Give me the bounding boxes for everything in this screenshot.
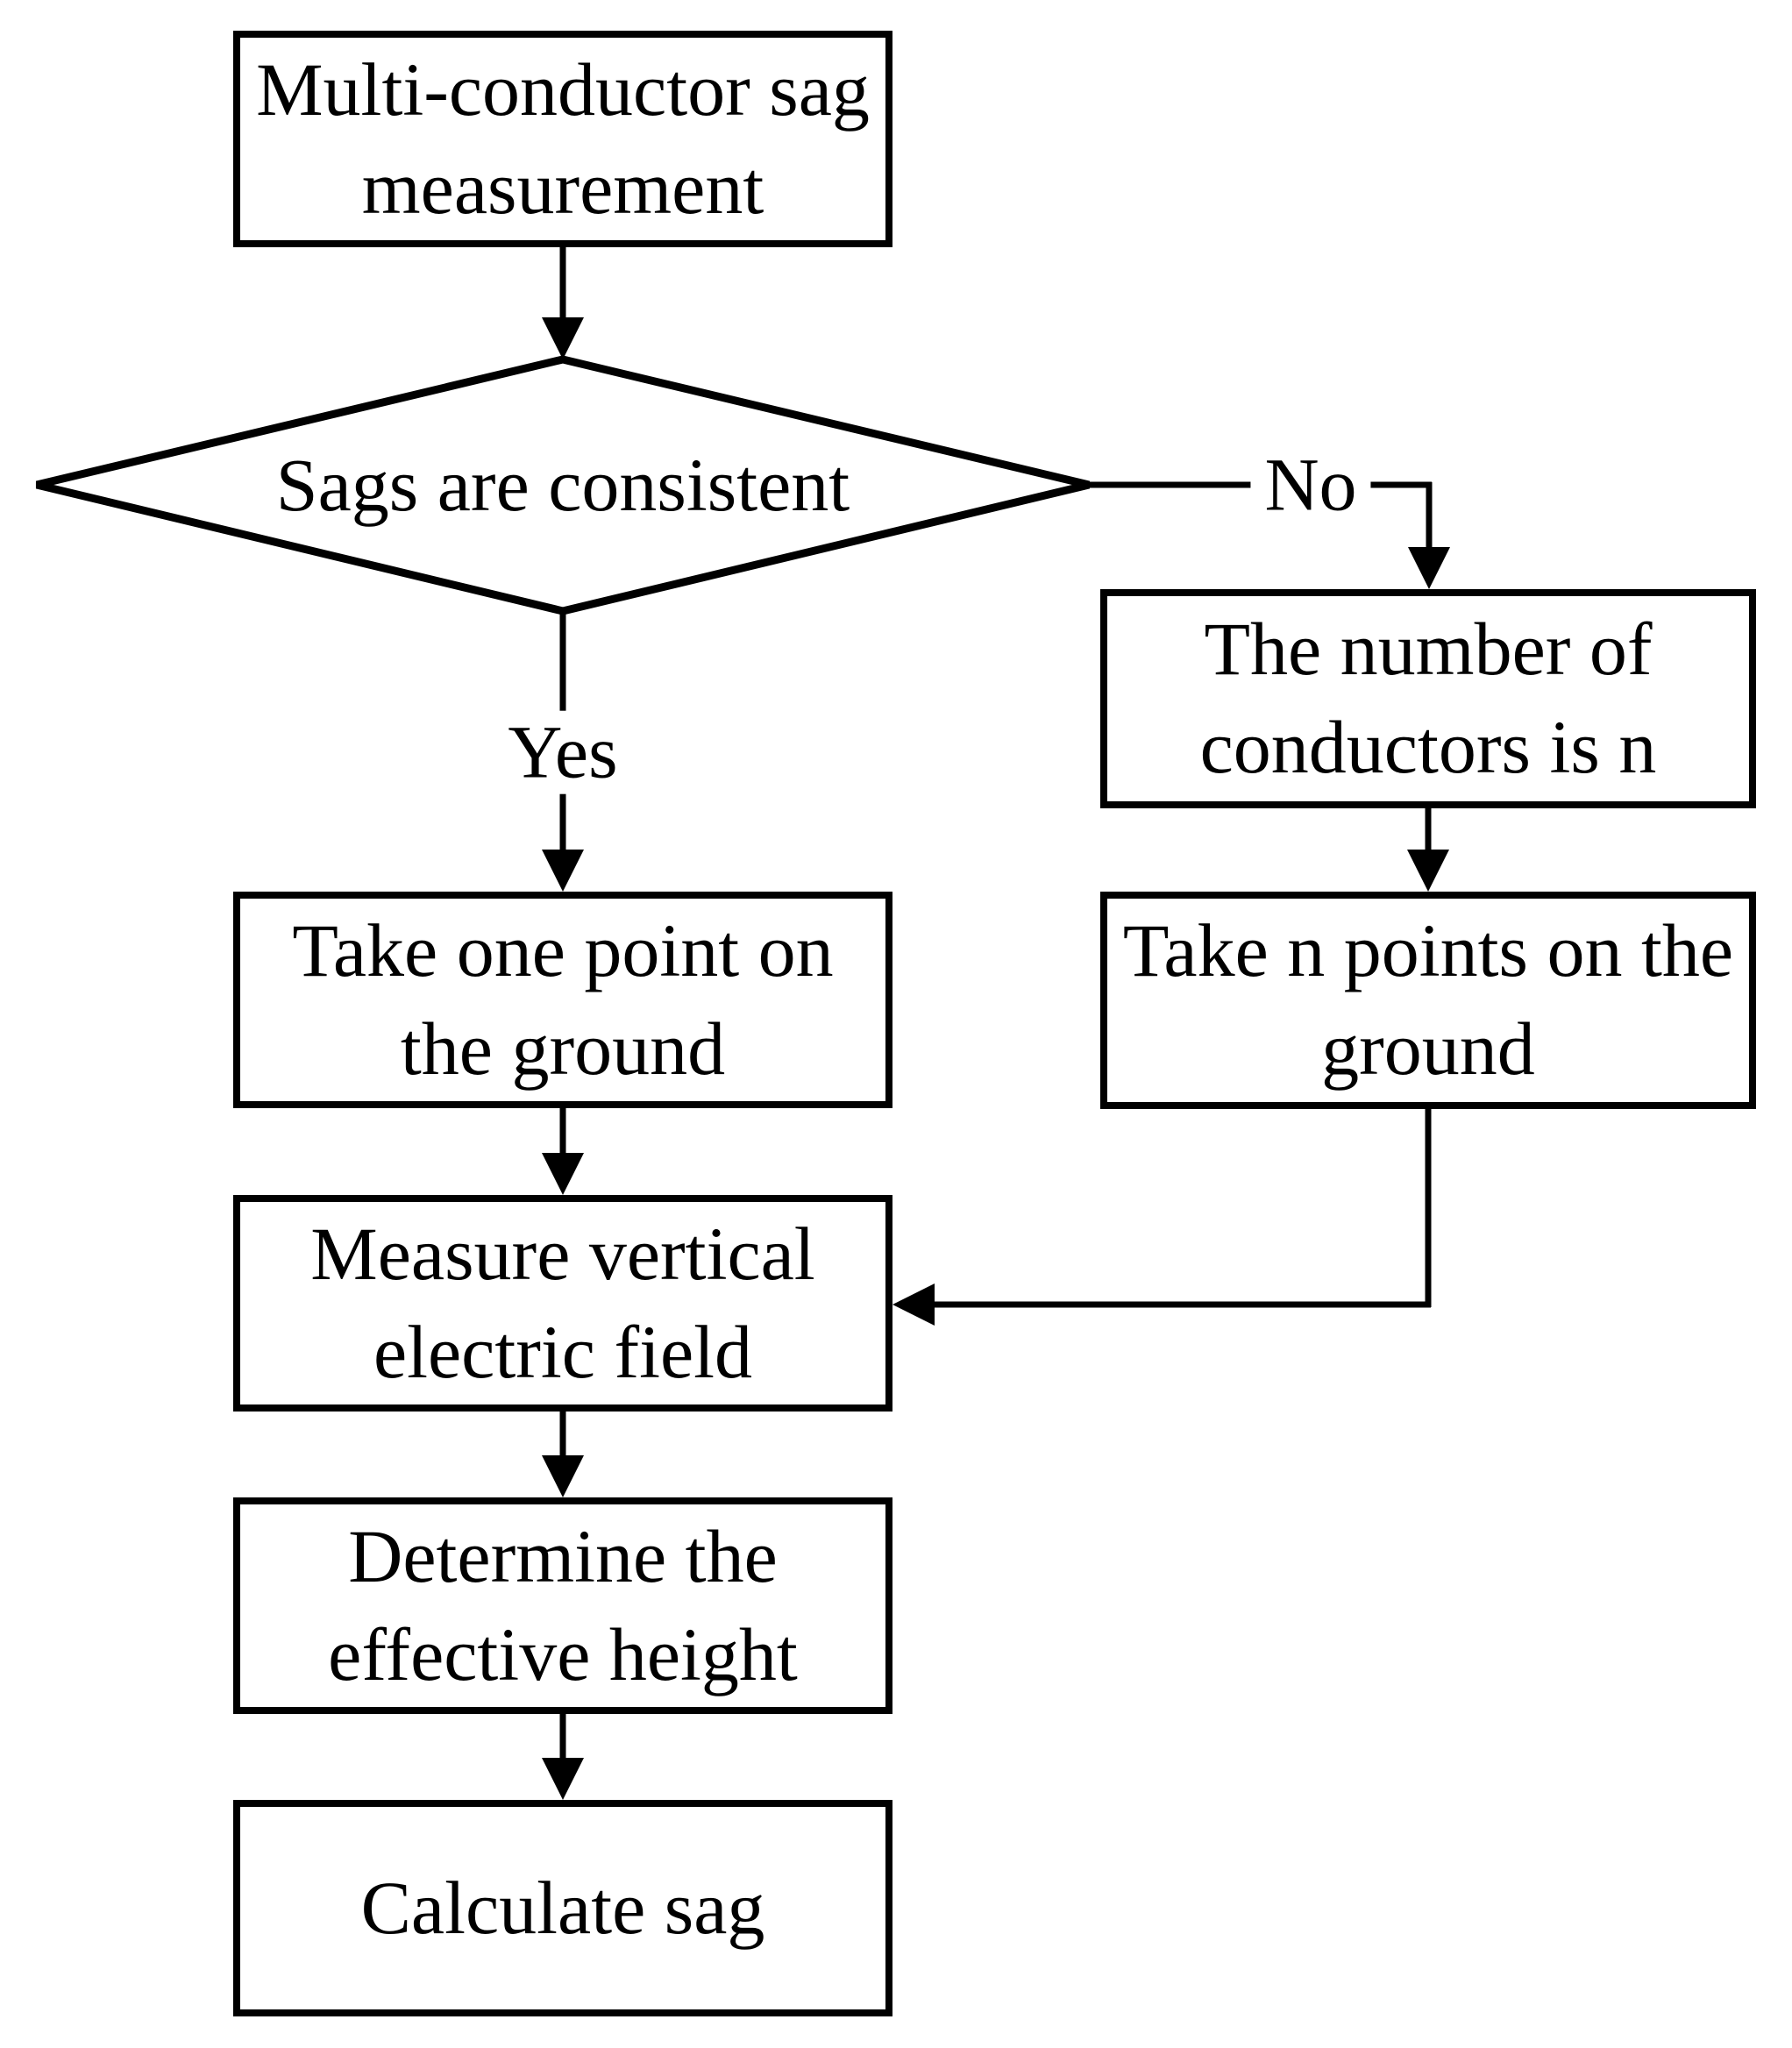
node-label-line: electric field (373, 1309, 753, 1394)
node-label-line: Calculate sag (360, 1865, 765, 1950)
node-label-line: Take one point on (292, 907, 834, 992)
decision-diamond-shape (35, 355, 1091, 615)
node-label-line: conductors is n (1199, 705, 1657, 789)
node-sags-are-consistent-label: Sags are consistent (37, 359, 1089, 611)
edge-takeone-measure-arrowhead (542, 1153, 584, 1195)
node-label-line: The number of (1204, 607, 1653, 692)
edge-taken-measure-arrowhead (892, 1284, 935, 1326)
edge-measure-determine-arrowhead (542, 1455, 584, 1497)
node-label-line: Determine the (348, 1513, 778, 1598)
edge-determine-calculate-arrowhead (542, 1758, 584, 1800)
edge-number-taken-arrowhead (1407, 850, 1449, 892)
edge-label-no: No (1250, 444, 1371, 527)
node-label-line: ground (1321, 1006, 1535, 1091)
node-label-line: Multi-conductor sag (256, 46, 870, 132)
node-label-line: effective height (328, 1611, 798, 1696)
node-label-line: the ground (400, 1006, 726, 1091)
node-take-one-point: Take one point on the ground (233, 892, 892, 1108)
node-take-n-points: Take n points on the ground (1100, 892, 1756, 1109)
node-label-line: Take n points on the (1122, 908, 1734, 993)
edge-start-decision-arrowhead (542, 317, 584, 359)
node-measure-vertical-electric-field: Measure vertical electric field (233, 1195, 892, 1412)
edge-label-yes: Yes (494, 711, 632, 794)
edge-no-arrowhead (1408, 547, 1450, 589)
node-number-of-conductors: The number of conductors is n (1100, 589, 1756, 808)
node-determine-effective-height: Determine the effective height (233, 1497, 892, 1714)
edge-yes-arrowhead (542, 850, 584, 892)
node-label-line: Sags are consistent (275, 442, 850, 527)
node-label-line: Measure vertical (310, 1211, 815, 1296)
node-calculate-sag: Calculate sag (233, 1800, 892, 2016)
node-label-line: measurement (361, 145, 764, 230)
node-multi-conductor-sag-measurement: Multi-conductor sag measurement (233, 31, 892, 247)
